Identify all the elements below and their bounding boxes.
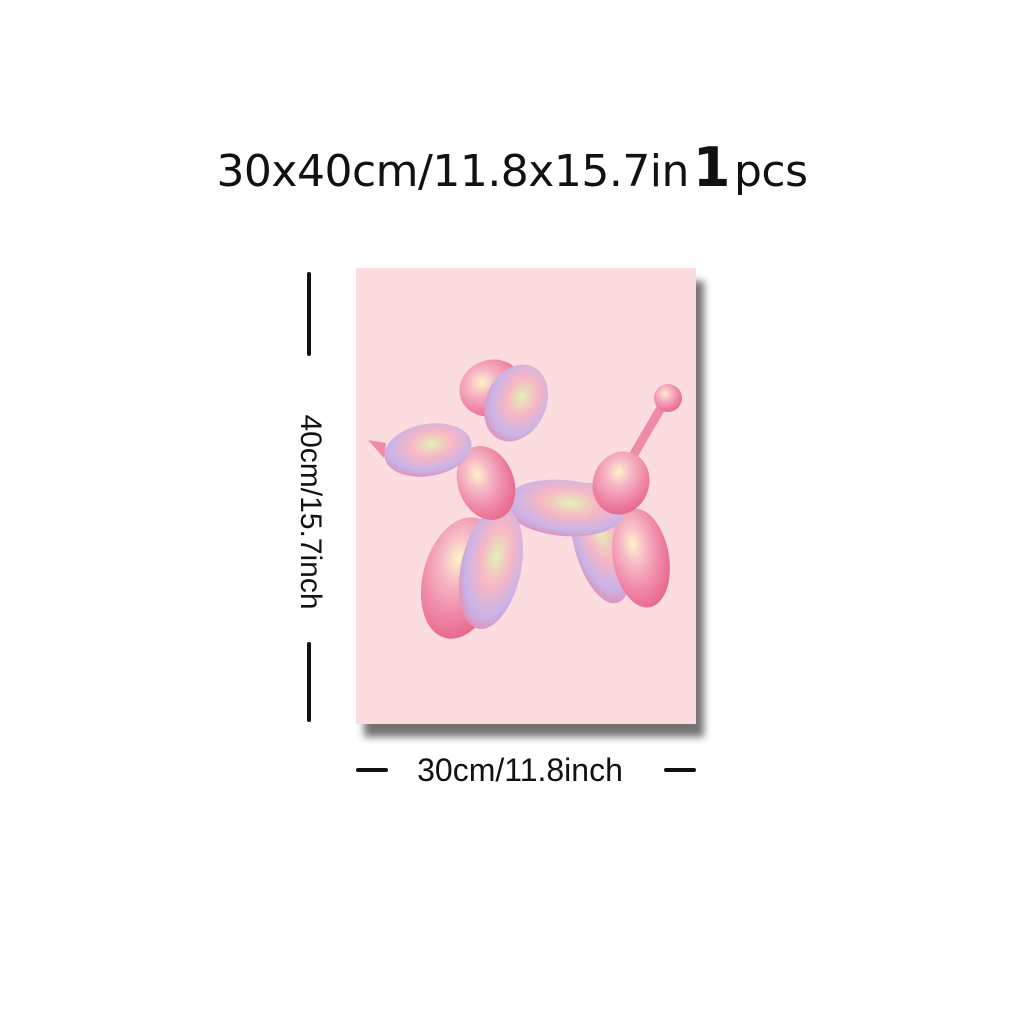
height-marker-bottom: [307, 642, 311, 722]
size-text: 30x40cm/11.8x15.7in: [216, 146, 689, 197]
width-marker-right: [664, 768, 696, 772]
product-size-title: 30x40cm/11.8x15.7in1pcs: [0, 136, 1024, 199]
count-unit: pcs: [734, 146, 808, 197]
width-label: 30cm/11.8inch: [417, 752, 623, 788]
balloon-dog-illustration: [368, 359, 682, 639]
count-number: 1: [692, 136, 731, 199]
poster-canvas: [356, 268, 696, 724]
height-marker-top: [307, 272, 311, 356]
width-marker-left: [356, 768, 388, 772]
height-label: 40cm/15.7inch: [294, 414, 327, 610]
